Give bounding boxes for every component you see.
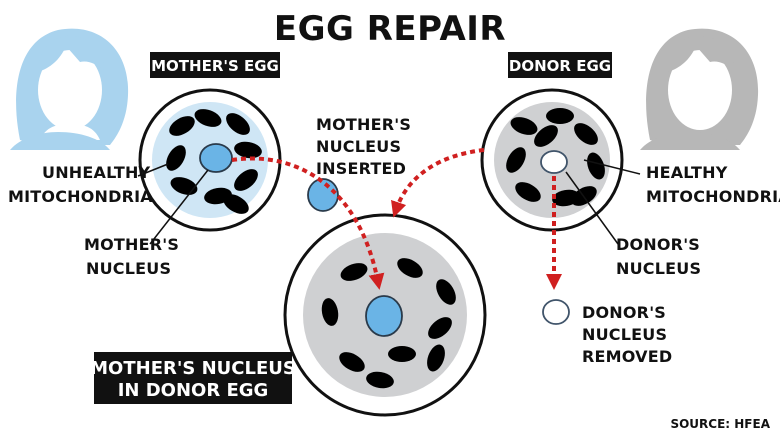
- mothers-nucleus-transit-icon: [307, 178, 339, 212]
- mothers-nucleus-icon: [199, 143, 233, 173]
- donor-egg: [480, 88, 624, 232]
- mothers-egg: [138, 88, 282, 232]
- mothers-nucleus-inserted-label: MOTHER'S NUCLEUS INSERTED: [316, 115, 411, 178]
- donors-nucleus-label: DONOR'S NUCLEUS: [616, 235, 701, 278]
- svg-text:MOTHER'S EGG: MOTHER'S EGG: [151, 57, 279, 75]
- svg-text:NUCLEUS: NUCLEUS: [86, 259, 171, 278]
- svg-text:UNHEALTHY: UNHEALTHY: [42, 163, 151, 182]
- donors-nucleus-icon: [540, 150, 568, 174]
- page-title: EGG REPAIR: [274, 9, 506, 49]
- result-tag: MOTHER'S NUCLEUS IN DONOR EGG: [90, 352, 296, 404]
- healthy-mitochondria-label: HEALTHY MITOCHONDRIA: [646, 163, 780, 206]
- svg-text:IN DONOR EGG: IN DONOR EGG: [118, 380, 269, 401]
- svg-text:MITOCHONDRIA: MITOCHONDRIA: [646, 187, 780, 206]
- donors-nucleus-removed-icon: [542, 299, 570, 325]
- unhealthy-mitochondria-label: UNHEALTHY MITOCHONDRIA: [8, 163, 153, 206]
- svg-text:DONOR'S: DONOR'S: [582, 303, 666, 322]
- mothers-nucleus-label: MOTHER'S NUCLEUS: [84, 235, 179, 278]
- mother-woman-head-icon: [10, 28, 129, 150]
- source-credit: SOURCE: HFEA: [670, 417, 770, 431]
- svg-text:DONOR'S: DONOR'S: [616, 235, 700, 254]
- donors-nucleus-removed-label: DONOR'S NUCLEUS REMOVED: [582, 303, 672, 366]
- svg-text:MITOCHONDRIA: MITOCHONDRIA: [8, 187, 153, 206]
- svg-text:MOTHER'S NUCLEUS: MOTHER'S NUCLEUS: [90, 358, 296, 379]
- svg-text:NUCLEUS: NUCLEUS: [616, 259, 701, 278]
- result-egg: [283, 213, 487, 417]
- svg-text:DONOR EGG: DONOR EGG: [509, 57, 611, 75]
- svg-text:MOTHER'S: MOTHER'S: [84, 235, 179, 254]
- mothers-egg-tag: MOTHER'S EGG: [150, 52, 280, 78]
- leader-lines: [137, 159, 641, 245]
- svg-text:MOTHER'S: MOTHER'S: [316, 115, 411, 134]
- donor-woman-head-icon: [640, 28, 759, 150]
- svg-text:REMOVED: REMOVED: [582, 347, 672, 366]
- donor-to-result-dotted-arrow-icon: [391, 148, 485, 218]
- inserted-nucleus-icon: [365, 295, 403, 337]
- svg-text:NUCLEUS: NUCLEUS: [316, 137, 401, 156]
- donor-egg-tag: DONOR EGG: [508, 52, 612, 78]
- svg-text:NUCLEUS: NUCLEUS: [582, 325, 667, 344]
- svg-text:INSERTED: INSERTED: [316, 159, 406, 178]
- svg-text:HEALTHY: HEALTHY: [646, 163, 728, 182]
